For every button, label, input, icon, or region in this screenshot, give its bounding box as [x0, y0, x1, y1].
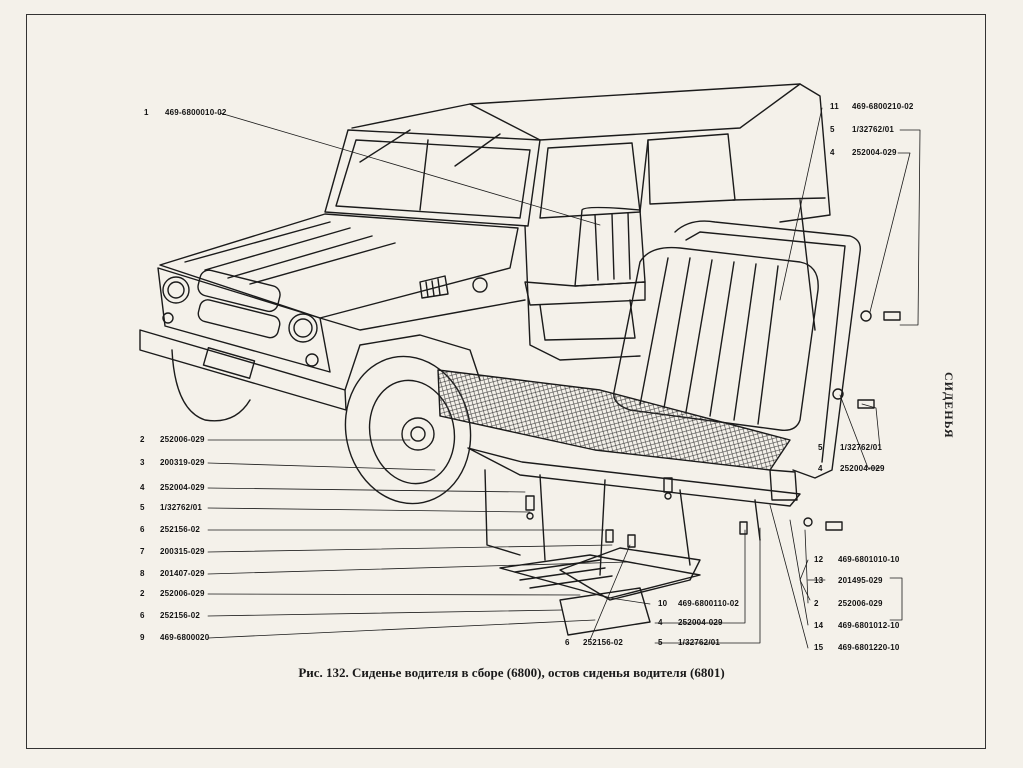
callout-num: 8 [140, 569, 145, 578]
leader-lines [207, 107, 921, 649]
callout-num: 5 [658, 638, 663, 647]
vehicle-grille [157, 267, 331, 373]
callout-num: 5 [140, 503, 145, 512]
callout-part: 469-6800210-02 [852, 102, 914, 111]
seat-mounting-plate [559, 587, 651, 636]
callout-part: 469-6801010-10 [838, 555, 900, 564]
callout-num: 1 [144, 108, 149, 117]
callout-num: 4 [818, 464, 823, 473]
figure-caption: Рис. 132. Сиденье водителя в сборе (6800… [298, 665, 725, 680]
side-section-heading: СИДЕНЬЯ [942, 372, 956, 439]
callout-part: 1/32762/01 [160, 503, 203, 512]
callout-num: 6 [140, 611, 145, 620]
page-number: 177 [0, 748, 2, 768]
vehicle-windshield [324, 129, 541, 227]
driver-seat-assembly [437, 220, 901, 636]
callout-num: 11 [830, 102, 839, 111]
seat-cushion-mesh [437, 369, 791, 471]
callout-part: 200315-029 [160, 547, 205, 556]
callout-part: 469-6801012-10 [838, 621, 900, 630]
fasteners [525, 310, 901, 548]
callout-num: 13 [814, 576, 824, 585]
callout-num: 4 [140, 483, 145, 492]
callout-part: 252156-02 [160, 611, 201, 620]
callout-num: 5 [830, 125, 835, 134]
callout-part: 252156-02 [583, 638, 624, 647]
callout-part: 1/32762/01 [678, 638, 721, 647]
callout-part: 469-6800010-02 [165, 108, 227, 117]
callout-part: 469-6801220-10 [838, 643, 900, 652]
callout-num: 14 [814, 621, 824, 630]
callout-part: 252156-02 [160, 525, 201, 534]
page-frame [26, 14, 986, 749]
callout-num: 3 [140, 458, 145, 467]
vehicle-hood [159, 213, 519, 319]
callout-num: 2 [814, 599, 819, 608]
callout-part: 200319-029 [160, 458, 205, 467]
callout-part: 252004-029 [840, 464, 885, 473]
callout-num: 2 [140, 589, 145, 598]
vehicle-wiper-right [454, 133, 501, 167]
callout-num: 4 [830, 148, 835, 157]
callout-part: 1/32762/01 [852, 125, 895, 134]
vehicle-grille-slot-upper [197, 269, 281, 313]
seat-side-bracket [769, 469, 798, 501]
callout-part: 252006-029 [160, 435, 205, 444]
vehicle-bumper [139, 329, 347, 411]
callout-num: 2 [140, 435, 145, 444]
callout-num: 4 [658, 618, 663, 627]
callout-part: 252004-029 [678, 618, 723, 627]
callout-num: 5 [818, 443, 823, 452]
callout-part: 252004-029 [160, 483, 205, 492]
callout-num: 7 [140, 547, 145, 556]
callout-num: 12 [814, 555, 824, 564]
callout-num: 6 [565, 638, 570, 647]
callout-num: 9 [140, 633, 145, 642]
callout-part: 252004-029 [852, 148, 897, 157]
vehicle-headlight-right [288, 313, 318, 343]
vehicle-wheel-left [171, 349, 251, 422]
callout-num: 15 [814, 643, 824, 652]
vehicle-roof [351, 83, 831, 223]
vehicle-side-window-2 [647, 133, 736, 205]
callout-num: 6 [140, 525, 145, 534]
callout-num: 10 [658, 599, 668, 608]
callout-part: 469-6800110-02 [678, 599, 740, 608]
vehicle-wiper-left [359, 129, 411, 163]
callout-part: 252006-029 [160, 589, 205, 598]
seat-slide-rail [499, 554, 701, 599]
interior-passenger-seat [574, 206, 646, 287]
callout-part: 201407-029 [160, 569, 205, 578]
vehicle-wheel-hub [401, 417, 435, 451]
vehicle-side-window-1 [539, 142, 641, 219]
vehicle-grille-slot-lower [197, 299, 281, 339]
callout-part: 252006-029 [838, 599, 883, 608]
vehicle-headlight-left [162, 276, 190, 304]
callout-part: 1/32762/01 [840, 443, 883, 452]
callout-part: 469-6800020 [160, 633, 210, 642]
seat-back-frame [674, 220, 861, 479]
callout-part: 201495-029 [838, 576, 883, 585]
